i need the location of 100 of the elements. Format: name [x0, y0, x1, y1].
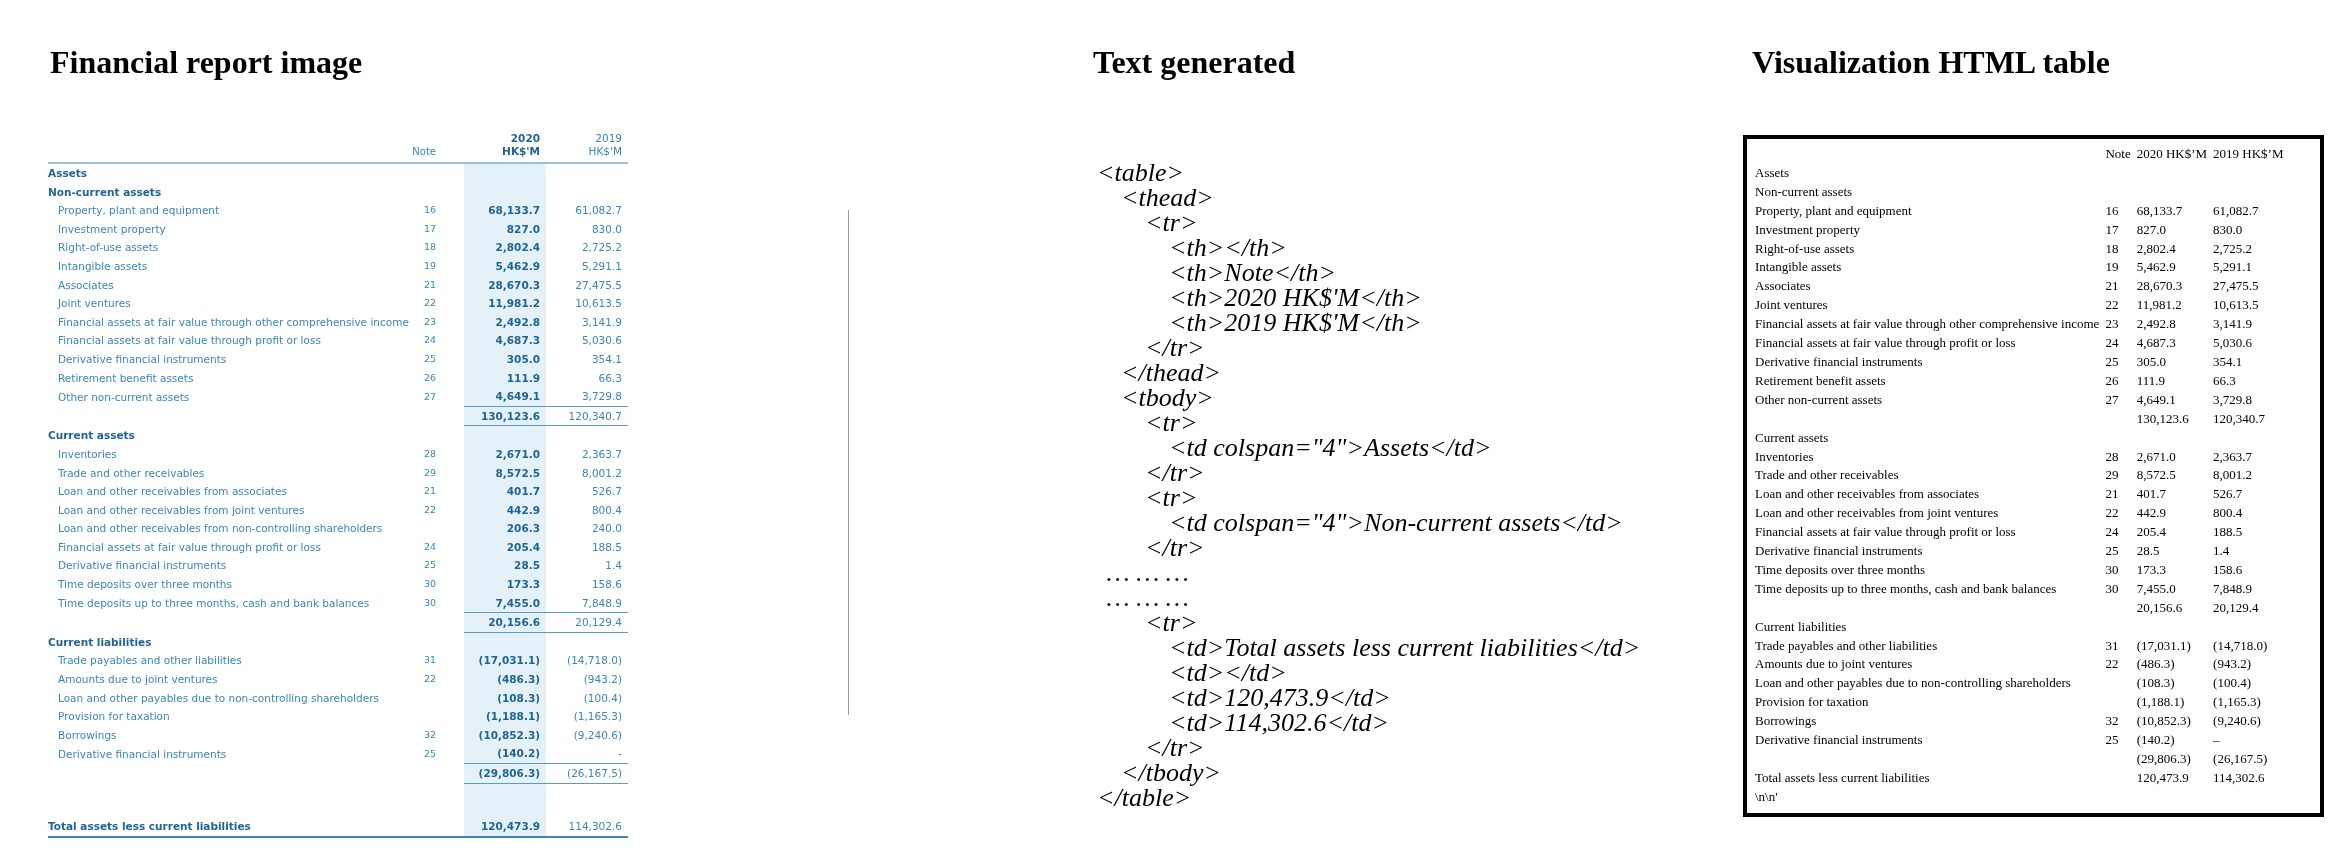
amount-value: 205.4 [2136, 524, 2166, 540]
code-line: </tr> [1145, 535, 1205, 560]
code-line: </tbody> [1121, 760, 1222, 785]
code-line: <td>120,473.9</td> [1169, 685, 1391, 710]
amount-value: (108.3) [2136, 675, 2175, 691]
note-number: 18 [2105, 240, 2119, 256]
code-line: <th>2020 HK$'M</th> [1169, 285, 1422, 310]
note-number: 27 [423, 390, 436, 402]
amount-value: (17,031.1) [2136, 637, 2191, 653]
subtotal-value: 130,123.6 [2136, 410, 2189, 426]
amount-value: 2,802.4 [495, 241, 540, 254]
amount-value: (10,852.3) [478, 728, 540, 741]
column-header: 2019 HK$’M [2213, 146, 2284, 161]
row-label: Amounts due to joint ventures [58, 673, 218, 686]
code-line: <td colspan="4">Non-current assets</td> [1169, 510, 1623, 535]
code-line: <th>2019 HK$'M</th> [1169, 310, 1422, 335]
amount-value: (100.4) [2213, 675, 2251, 691]
note-number: 16 [2105, 202, 2119, 218]
row-label: Derivative financial instruments [1755, 543, 1923, 559]
amount-value: 2,363.7 [581, 447, 622, 460]
total-value: 114,302.6 [568, 820, 622, 833]
amount-value: (486.3) [2136, 656, 2175, 672]
code-line: <td>Total assets less current liabilities</td> [1169, 635, 1641, 660]
row-label: Time deposits over three months [58, 578, 232, 591]
section-heading: Current liabilities [1755, 618, 1847, 634]
amount-value: 827.0 [506, 222, 540, 235]
amount-value: 2,492.8 [2136, 316, 2176, 332]
note-number: 22 [423, 503, 436, 515]
row-label: Loan and other receivables from non-controlling shareholders [58, 522, 383, 535]
note-number: 24 [2105, 524, 2119, 540]
row-label: Derivative financial instruments [1755, 732, 1923, 748]
code-line: </tr> [1145, 460, 1205, 485]
amount-value: (486.3) [497, 673, 540, 686]
amount-value: 188.5 [591, 540, 622, 553]
note-number: 32 [423, 728, 436, 740]
amount-value: 7,455.0 [495, 596, 540, 609]
amount-value: (1,165.3) [2213, 694, 2261, 710]
raw-text: \n\n' [1755, 788, 1778, 804]
code-line: … … … [1106, 585, 1189, 610]
code-line: <th>Note</th> [1169, 260, 1336, 285]
amount-value: (14,718.0) [567, 654, 622, 667]
code-line: <table> [1097, 160, 1185, 185]
note-number: 22 [423, 297, 436, 309]
row-label: Loan and other payables due to non-controlling shareholders [1755, 675, 2071, 691]
note-number: 24 [2105, 335, 2119, 351]
amount-value: 61,082.7 [2213, 202, 2259, 218]
row-label: Financial assets at fair value through other comprehensive income [1755, 316, 2100, 332]
row-label: Investment property [58, 222, 166, 235]
amount-value: 2,725.2 [581, 241, 622, 254]
section-heading: Non-current assets [48, 185, 162, 198]
amount-value: 10,613.5 [575, 297, 622, 310]
amount-value: 7,848.9 [581, 596, 622, 609]
note-number: 25 [2105, 732, 2119, 748]
amount-value: 827.0 [2136, 221, 2166, 237]
amount-value: 7,848.9 [2213, 580, 2253, 596]
row-label: Investment property [1755, 221, 1861, 237]
amount-value: 2,492.8 [495, 315, 540, 328]
amount-value: 5,030.6 [2213, 335, 2253, 351]
amount-value: 2,725.2 [2213, 240, 2253, 256]
row-label: Time deposits over three months [1755, 561, 1925, 577]
section-heading: Current assets [48, 429, 135, 442]
code-line: <td>114,302.6</td> [1169, 710, 1389, 735]
row-label: Provision for taxation [1755, 694, 1869, 710]
note-number: 25 [2105, 543, 2119, 559]
total-value: 120,473.9 [2136, 769, 2189, 785]
subtotal-value: (26,167.5) [2213, 751, 2268, 766]
amount-value: 66.3 [2213, 372, 2236, 388]
amount-value: 800.4 [2213, 505, 2243, 521]
note-number: 28 [423, 447, 436, 459]
row-label: Derivative financial instruments [58, 747, 227, 760]
row-label: Financial assets at fair value through profit or loss [58, 540, 321, 553]
amount-value: (17,031.1) [478, 654, 540, 667]
code-line: </tr> [1145, 335, 1205, 360]
amount-value: 4,649.1 [2136, 391, 2176, 407]
row-label: Inventories [1755, 448, 1814, 464]
row-label: Other non-current assets [1755, 391, 1883, 407]
note-number: 17 [2105, 221, 2119, 237]
note-number: 25 [423, 747, 436, 759]
note-number: 21 [2105, 486, 2119, 502]
note-number: 30 [2105, 580, 2119, 596]
amount-value: (14,718.0) [2213, 637, 2268, 653]
amount-value: 1.4 [605, 559, 622, 572]
column-header: Note [412, 146, 436, 157]
row-label: Intangible assets [58, 259, 148, 272]
amount-value: - [618, 747, 622, 760]
panel-heading: Visualization HTML table [1752, 44, 2110, 81]
amount-value: 5,291.1 [581, 259, 622, 272]
amount-value: 7,455.0 [2136, 580, 2176, 596]
note-number: 23 [423, 315, 436, 327]
subtotal-value: 130,123.6 [480, 409, 540, 422]
row-label: Loan and other receivables from associates [1755, 486, 1980, 502]
subtotal-value: 20,156.6 [488, 616, 540, 629]
note-number: 31 [423, 654, 436, 666]
note-number: 21 [423, 485, 436, 497]
amount-value: 401.7 [2136, 486, 2166, 502]
amount-value: 354.1 [591, 352, 622, 365]
note-number: 19 [2105, 259, 2119, 275]
section-heading: Assets [1755, 164, 1789, 180]
row-label: Associates [58, 278, 114, 291]
row-label: Loan and other receivables from joint ventures [1755, 505, 1999, 521]
